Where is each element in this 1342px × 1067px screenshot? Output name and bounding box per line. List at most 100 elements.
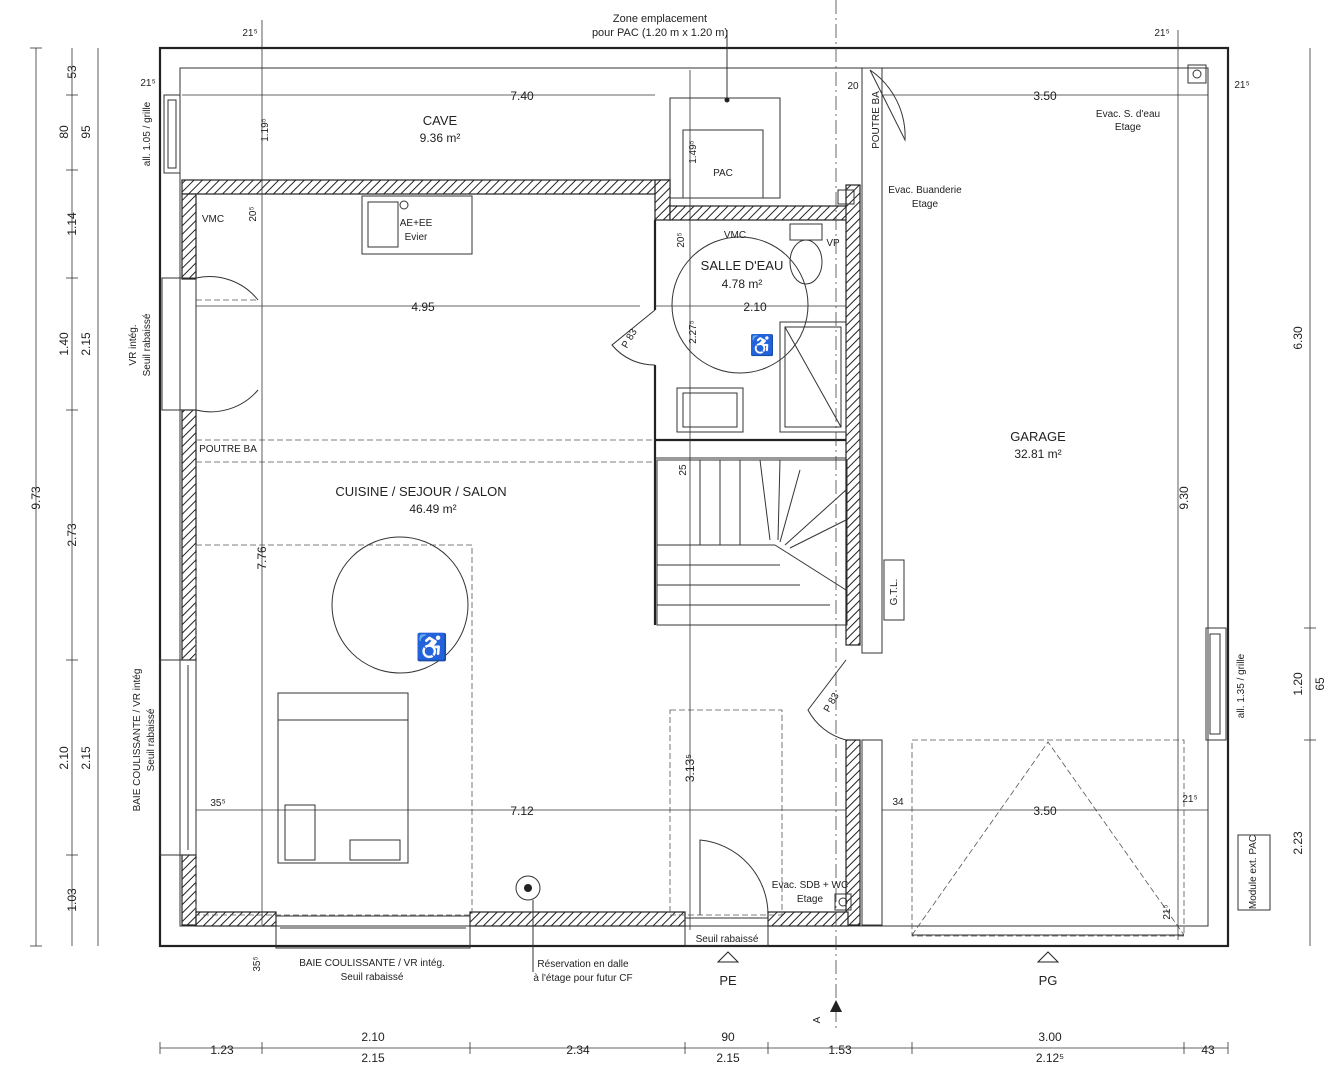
dim-bottom-2-10: 2.10 <box>361 1030 385 1044</box>
vr-left-label-2: Seuil rabaissé <box>142 313 153 376</box>
dim-3-50-bottom: 3.50 <box>1033 804 1057 818</box>
dim-bottom-3-00: 3.00 <box>1038 1030 1062 1044</box>
dim-left-1-40: 1.40 <box>57 332 71 356</box>
insulated-walls <box>181 179 861 927</box>
evac-seau-label-1: Evac. S. d'eau <box>1096 109 1160 120</box>
dim-35-5-bottom: 35⁵ <box>252 956 263 971</box>
dim-2-10-bath: 2.10 <box>743 300 767 314</box>
evac-buanderie-label-1: Evac. Buanderie <box>888 185 962 196</box>
baie-bottom-label-1: BAIE COULISSANTE / VR intég. <box>299 958 445 969</box>
dim-21-5-right: 21⁵ <box>1234 80 1249 91</box>
evac-buanderie-label-2: Etage <box>912 199 939 210</box>
dim-7-40: 7.40 <box>510 89 534 103</box>
dim-21-5-top: 21⁵ <box>242 28 257 39</box>
staircase <box>656 459 848 626</box>
dim-right-65: 65 <box>1313 677 1327 691</box>
room-name-garage: GARAGE <box>1010 429 1066 444</box>
dim-bottom-2-12-5: 2.12⁵ <box>1036 1051 1064 1065</box>
dim-1-49-5: 1.49⁵ <box>688 140 699 164</box>
dim-left-1-14: 1.14 <box>65 212 79 236</box>
vp-label: VP <box>826 238 840 249</box>
dim-3-13-5: 3.13⁵ <box>683 754 697 782</box>
room-area-salle-deau: 4.78 m² <box>722 277 763 291</box>
dim-bottom-43: 43 <box>1201 1043 1215 1057</box>
section-line <box>830 0 842 1030</box>
reservation-label-2: à l'étage pour futur CF <box>533 973 632 984</box>
garage-door <box>834 64 1271 937</box>
dim-left-inner-95: 95 <box>79 125 93 139</box>
entry-pg-label: PG <box>1039 973 1058 988</box>
cave-fixtures <box>163 30 781 199</box>
dim-bottom-1-23: 1.23 <box>210 1043 234 1057</box>
room-name-salle-deau: SALLE D'EAU <box>701 258 784 273</box>
dim-21-5-garage: 21⁵ <box>1182 794 1197 805</box>
room-area-sejour: 46.49 m² <box>409 502 456 516</box>
dim-35-5: 35⁵ <box>210 798 225 809</box>
section-a-label: A <box>812 1016 823 1023</box>
reservation-label-1: Réservation en dalle <box>537 959 629 970</box>
seuil-rabaisse-label: Seuil rabaissé <box>696 934 759 945</box>
dim-1-19-5: 1.19⁵ <box>260 118 271 142</box>
baie-left-label-2: Seuil rabaissé <box>146 708 157 771</box>
dim-bottom-90: 90 <box>721 1030 735 1044</box>
dim-left-inner-2-15a: 2.15 <box>79 332 93 356</box>
evac-sdb-label-1: Evac. SDB + WC <box>772 880 848 891</box>
dim-21-5-topleft: 21⁵ <box>140 78 155 89</box>
room-area-cave: 9.36 m² <box>420 131 461 145</box>
dim-total-9-73: 9.73 <box>29 486 43 510</box>
pac-label: PAC <box>713 168 733 179</box>
dim-left-2-73: 2.73 <box>65 523 79 547</box>
dim-bottom-1-53: 1.53 <box>828 1043 852 1057</box>
dim-21-5-garage-bottom: 21⁵ <box>1162 904 1173 919</box>
living-furniture <box>195 536 783 916</box>
room-name-sejour: CUISINE / SEJOUR / SALON <box>335 484 506 499</box>
dim-bottom-2-34: 2.34 <box>566 1043 590 1057</box>
gtl-label: G.T.L. <box>889 579 900 606</box>
dim-right-2-23: 2.23 <box>1291 831 1305 855</box>
dim-34: 34 <box>892 797 904 808</box>
vr-left-label-1: VR intég. <box>128 324 139 365</box>
bathroom-fixtures <box>611 223 847 433</box>
dim-left-53: 53 <box>65 65 79 79</box>
room-area-garage: 32.81 m² <box>1014 447 1061 461</box>
kitchen-sink <box>361 195 473 255</box>
zone-pac-label-2: pour PAC (1.20 m x 1.20 m) <box>592 27 728 39</box>
dim-20-5-cave: 20⁵ <box>248 206 259 221</box>
dim-7-12: 7.12 <box>510 804 534 818</box>
vmc-label-bath: VMC <box>724 230 746 241</box>
dim-21-5-topright: 21⁵ <box>1154 28 1169 39</box>
poutre-ba-label-1: POUTRE BA <box>199 444 257 455</box>
dim-left-1-03: 1.03 <box>65 888 79 912</box>
vmc-label-cave: VMC <box>202 214 224 225</box>
evac-sdb-label-2: Etage <box>797 894 824 905</box>
poutre-ba-label-2: POUTRE BA <box>871 91 882 149</box>
dim-3-50-top: 3.50 <box>1033 89 1057 103</box>
dim-right-1-20: 1.20 <box>1291 672 1305 696</box>
dim-2-27-5: 2.27⁵ <box>688 320 699 344</box>
dim-left-2-10: 2.10 <box>57 746 71 770</box>
entry-pe-label: PE <box>719 973 737 988</box>
dim-7-76: 7.76 <box>255 546 269 570</box>
dim-9-30: 9.30 <box>1177 486 1191 510</box>
zone-pac-label-1: Zone emplacement <box>613 13 707 25</box>
baie-left-label-1: BAIE COULISSANTE / VR intég <box>132 669 143 812</box>
dim-20-5-bath: 20⁵ <box>676 232 687 247</box>
dim-4-95: 4.95 <box>411 300 435 314</box>
door-p83-garage: P 83 <box>822 691 842 715</box>
ae-ee-label: AE+EE <box>400 218 433 229</box>
dim-left-80: 80 <box>57 125 71 139</box>
grille-105-label: all. 1.05 / grille <box>142 101 153 166</box>
evac-seau-label-2: Etage <box>1115 122 1142 133</box>
garage-wall <box>861 67 883 926</box>
dim-bottom-2-15a: 2.15 <box>361 1051 385 1065</box>
partitions <box>196 220 846 625</box>
grille-135-label: all. 1.35 / grille <box>1236 653 1247 718</box>
module-pac-label: Module ext. PAC <box>1248 835 1259 909</box>
wheelchair-icon-bath: ♿ <box>750 333 775 357</box>
baie-bottom-label-2: Seuil rabaissé <box>341 972 404 983</box>
wheelchair-icon-sejour: ♿ <box>416 632 448 662</box>
door-p83-bath: P 83 <box>620 327 640 351</box>
dimension-lines <box>30 20 1316 1054</box>
dim-20: 20 <box>847 81 859 92</box>
